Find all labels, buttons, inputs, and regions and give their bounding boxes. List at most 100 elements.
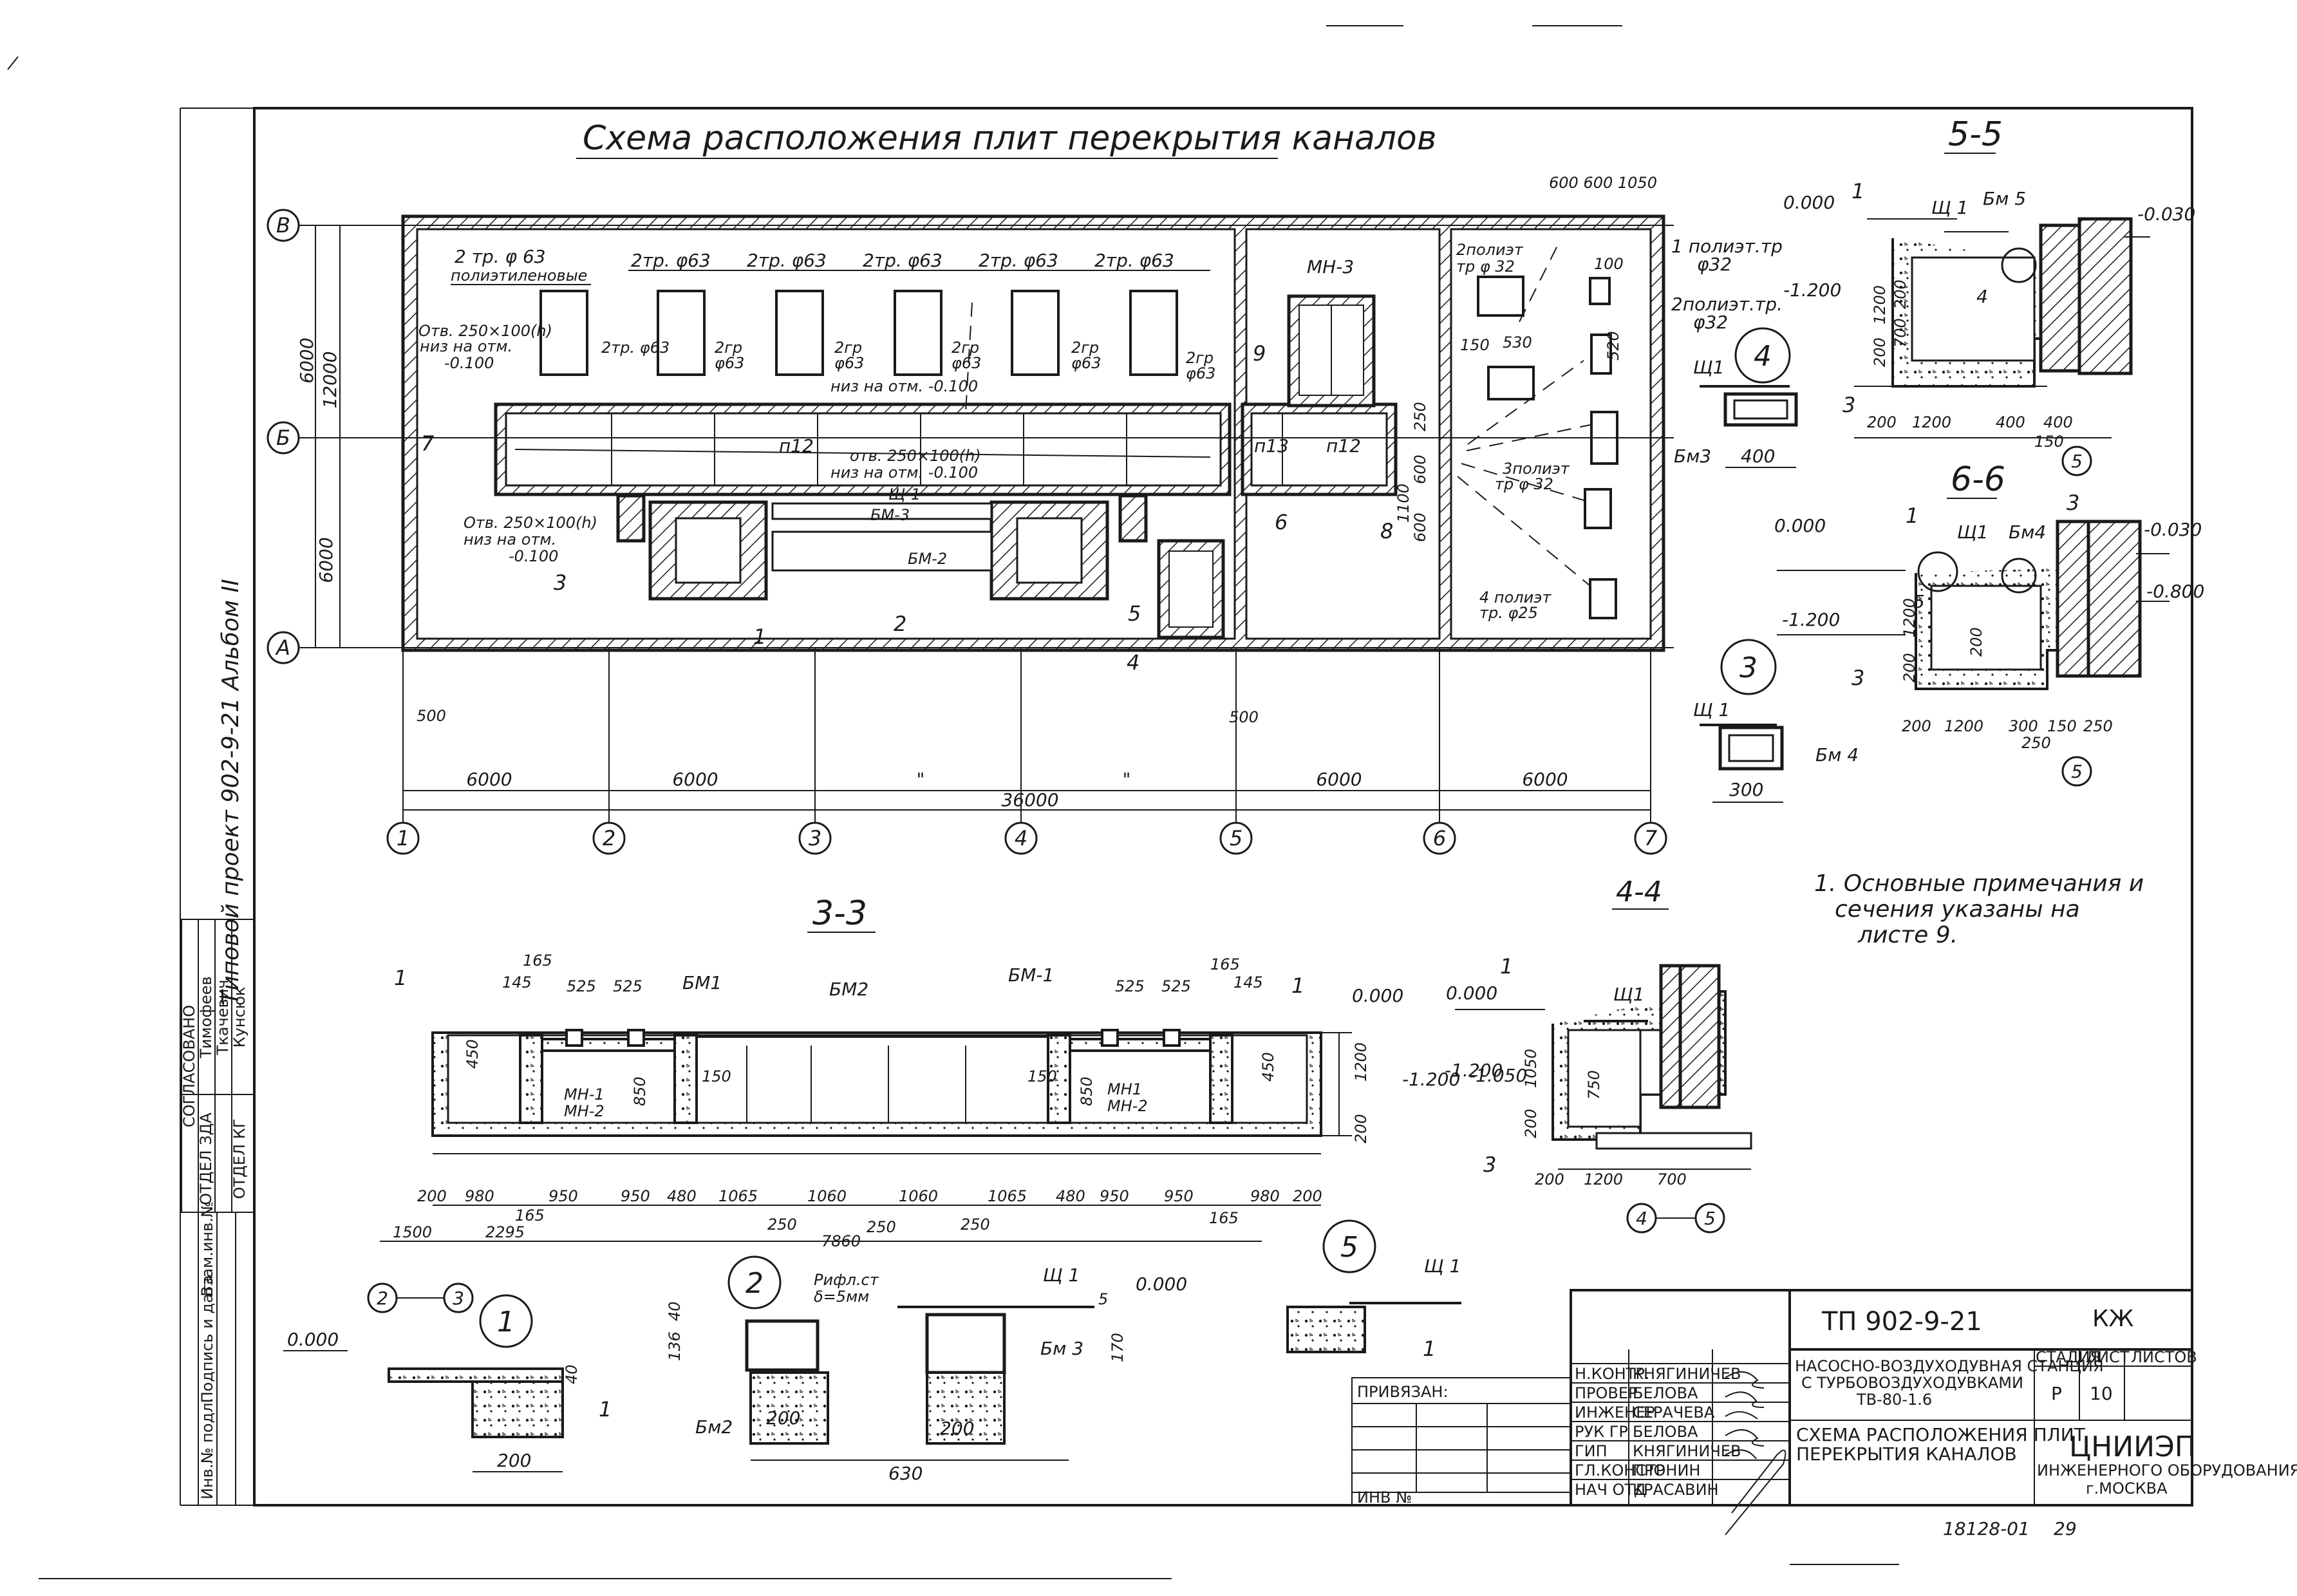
elevation: 0.000 <box>1446 982 1497 1004</box>
dim: 750 <box>1585 1070 1603 1100</box>
dim: 200 <box>1867 413 1897 431</box>
label-bm: БМ1 <box>682 972 722 993</box>
dim-vert-lower: 6000 <box>315 537 337 583</box>
elevation: 0.000 <box>1774 515 1826 536</box>
label-pe1-d: φ32 <box>1697 254 1732 275</box>
label-sh1: Щ1 <box>1693 357 1724 378</box>
dim: 145 <box>502 973 532 991</box>
approvals-row: ОТДЕЛ КГ <box>230 1119 248 1199</box>
dim-vert-upper: 6000 <box>296 337 317 383</box>
role: НАЧ ОТД <box>1575 1481 1646 1499</box>
label-pipe: 2тр. φ63 <box>863 250 942 271</box>
label-slab: п13 <box>1254 435 1289 456</box>
dim: 1200 <box>1944 717 1983 735</box>
axis-markers: В Б А 1 2 3 4 5 6 7 <box>267 209 1667 855</box>
label-pipe: 2тр. φ63 <box>631 250 711 271</box>
axis-number: 1 <box>397 826 409 850</box>
dim: 7860 <box>821 1232 861 1250</box>
dim: 150 <box>2034 433 2064 451</box>
label-dim: 520 <box>1604 331 1622 361</box>
general-note: 1. Основные примечания и сечения указаны… <box>1814 870 2144 948</box>
dim: 525 <box>567 977 596 995</box>
node-number: 1 <box>497 1306 515 1338</box>
axis-number: 5 <box>1230 826 1242 850</box>
role: ГИП <box>1575 1442 1608 1460</box>
label-pipe-gr: 2гр <box>952 339 979 357</box>
side-label: Типовой проект 902-9-21 Альбом II <box>218 579 244 1005</box>
label-dim: 600 <box>1411 512 1429 542</box>
stage-header: СТАДИЯ <box>2036 1348 2101 1366</box>
label-sh1: Щ1 <box>1957 521 1988 543</box>
dim: 150 <box>2047 717 2077 735</box>
approvals-name: Кунсюк <box>230 987 248 1048</box>
mark: 3 <box>1842 393 1855 417</box>
label-bm2: Бм2 <box>695 1416 733 1438</box>
mark: 3 <box>2067 491 2079 515</box>
axis-number: 7 <box>1644 826 1658 850</box>
dim: 950 <box>548 1187 578 1205</box>
inv-label: Подпись и дата <box>198 1275 216 1404</box>
label-sh1: Щ 1 <box>1931 197 1968 218</box>
dim-offset: 500 <box>417 707 446 725</box>
dim-total: 36000 <box>1001 789 1058 811</box>
role: РУК ГР <box>1575 1423 1628 1441</box>
node-2: 2 Рифл.ст δ=5мм Щ 1 0.000 40 136 170 5 2… <box>666 1255 1187 1484</box>
dim: 700 <box>1891 318 1909 348</box>
role: ГЛ.КОНСТР <box>1575 1461 1665 1479</box>
dim: 850 <box>1078 1076 1096 1106</box>
dim: 525 <box>1161 977 1191 995</box>
node-5: 5 Щ 1 1 <box>1286 1219 1461 1361</box>
node-number: 4 <box>1754 340 1772 373</box>
label-hole-sub: низ на отм. <box>420 337 512 355</box>
person: КРАСАВИН <box>1633 1481 1719 1499</box>
dim: 200 <box>417 1187 447 1205</box>
footer-number: 18128-01 <box>1943 1518 2030 1539</box>
node-number: 5 <box>1340 1231 1358 1264</box>
label-bm3: БМ-3 <box>870 506 910 524</box>
dim: 400 <box>1741 446 1775 467</box>
footer-page: 29 <box>2054 1518 2077 1539</box>
dim: 200 <box>1352 1114 1370 1143</box>
dim: 200 <box>1900 653 1918 682</box>
label-bm: Бм 4 <box>1815 744 1859 765</box>
dim: 40 <box>666 1301 684 1321</box>
label-hole: Отв. 250×100(h) <box>418 322 552 340</box>
section-mark: 2 <box>894 612 906 636</box>
label-bm: Бм3 <box>1674 446 1711 467</box>
dim: 1065 <box>718 1187 758 1205</box>
dim: 200 <box>1967 627 1985 657</box>
label-pipe-gr: 2гр <box>715 339 742 357</box>
dim: 1200 <box>1352 1042 1370 1082</box>
dim-offset: 500 <box>1229 708 1259 726</box>
dim: 480 <box>667 1187 697 1205</box>
dim: 200 <box>1902 717 1931 735</box>
label-pipe-poly: 2 тр. φ 63 <box>455 246 546 267</box>
dim: 170 <box>1109 1333 1127 1362</box>
section-6-6: 6-6 0.000 -0.030 -0.800 -1.200 Щ1 Бм4 20… <box>1774 460 2204 787</box>
dim: 950 <box>1164 1187 1194 1205</box>
elevation: -1.050 <box>1469 1065 1527 1086</box>
dim-vert-total: 12000 <box>319 351 341 408</box>
label-pipe-gr-d: φ63 <box>952 354 981 372</box>
label-hole-val: -0.100 <box>444 354 494 372</box>
rifl: Рифл.ст <box>814 1271 879 1289</box>
label-hole-sub: низ на отм. -0.100 <box>830 464 978 482</box>
dim: 1500 <box>393 1223 432 1241</box>
label-pipe-gr: 2гр <box>1071 339 1099 357</box>
role: ИНЖЕНЕР <box>1575 1404 1655 1422</box>
dim: 165 <box>1209 1209 1239 1227</box>
dim: 300 <box>1729 779 1763 800</box>
section-mark: 1 <box>753 624 766 649</box>
axis-number: 6 <box>1433 826 1446 850</box>
label-mn: МН-2 <box>1107 1097 1148 1115</box>
mark: 4 <box>1976 286 1988 307</box>
mark: 1 <box>1291 973 1304 998</box>
label-slab: п12 <box>1326 435 1361 456</box>
dim: 850 <box>631 1076 649 1106</box>
label-bm4: Бм4 <box>2009 521 2046 543</box>
rifl-t: δ=5мм <box>814 1288 869 1306</box>
doc-kind: КЖ <box>2092 1306 2134 1332</box>
dim: 200 <box>1871 337 1889 367</box>
sheet-title: СХЕМА РАСПОЛОЖЕНИЯ ПЛИТ <box>1796 1424 2086 1445</box>
label-mn: МН-1 <box>564 1085 605 1103</box>
